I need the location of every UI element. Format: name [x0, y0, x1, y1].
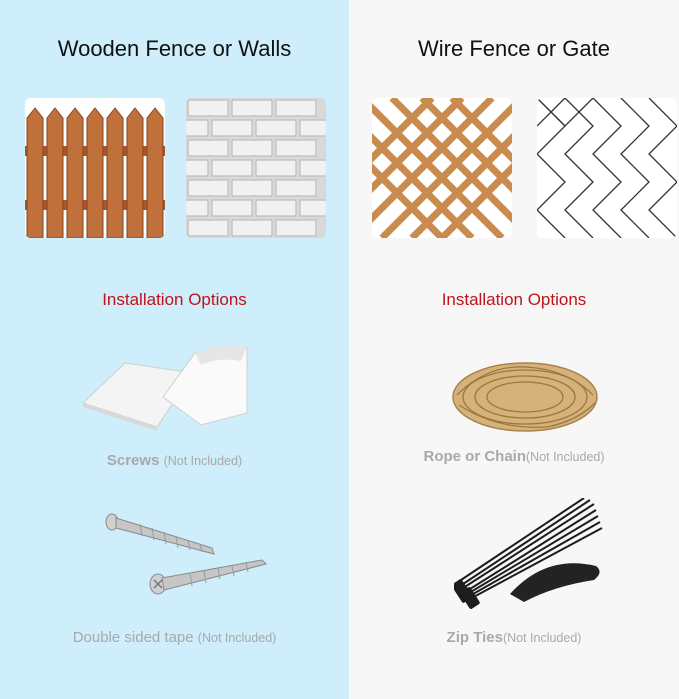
- screws-label: Screws: [106, 452, 160, 469]
- tape-caption: Double sided tape (Not Included): [0, 629, 349, 646]
- brick-wall-image: [186, 98, 326, 238]
- left-installation-options-label: Installation Options: [102, 290, 247, 309]
- tape-label: Double sided tape: [72, 629, 194, 646]
- rope-label: Rope or Chain: [423, 448, 526, 465]
- screws-image: [100, 508, 275, 603]
- zip-ties-note: (Not Included): [502, 631, 582, 645]
- rope-image: [447, 355, 602, 437]
- screws-note: (Not Included): [163, 454, 243, 468]
- right-panel: Wire Fence or Gate Installation Options: [349, 0, 679, 699]
- rope-caption: Rope or Chain(Not Included): [349, 448, 679, 465]
- left-panel: Wooden Fence or Walls: [0, 0, 349, 699]
- wooden-fence-image: [25, 98, 165, 238]
- tape-note: (Not Included): [197, 631, 277, 645]
- zip-ties-image: [454, 498, 604, 610]
- chain-link-fence-image: [537, 98, 677, 238]
- rope-note: (Not Included): [526, 450, 605, 464]
- left-title: Wooden Fence or Walls: [57, 36, 292, 61]
- zip-ties-label: Zip Ties: [446, 629, 503, 646]
- zip-ties-caption: Zip Ties(Not Included): [349, 629, 679, 646]
- adhesive-tape-pads-image: [75, 335, 255, 435]
- wooden-lattice-image: [372, 98, 512, 238]
- screws-caption: Screws (Not Included): [0, 452, 349, 469]
- right-installation-options-label: Installation Options: [441, 290, 587, 309]
- right-title: Wire Fence or Gate: [418, 36, 610, 61]
